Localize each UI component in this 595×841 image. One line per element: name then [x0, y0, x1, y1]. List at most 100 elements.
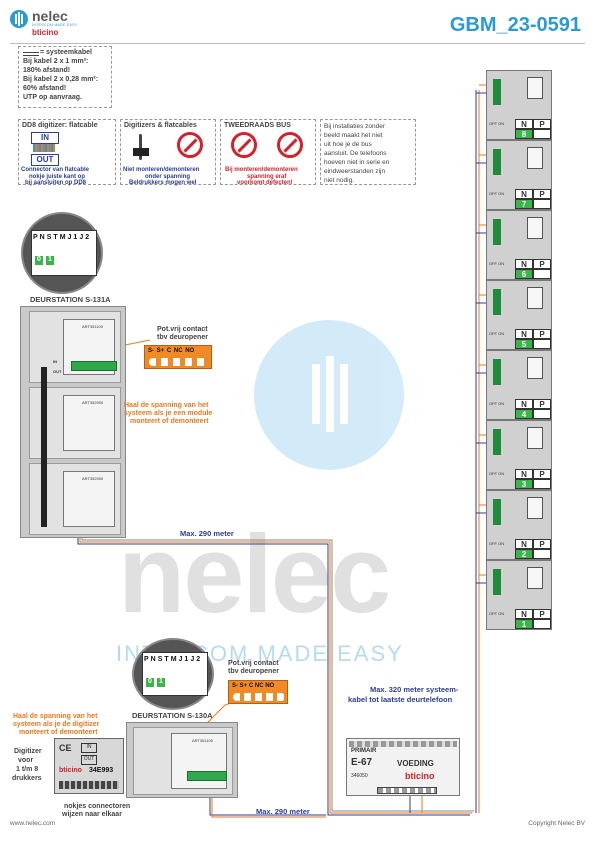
brand-name: nelec — [32, 8, 68, 24]
phone-number: 7 — [515, 199, 533, 209]
flatcable-icon — [33, 144, 55, 152]
flatcable-title: Digitizers & flatcables — [124, 122, 197, 129]
station-a-zoom: PNSTMJ1J2 0 1 — [21, 212, 103, 294]
station-a-warning-3: monteert of demonteert — [130, 418, 209, 425]
psu-label: VOEDING — [397, 759, 434, 768]
header-divider — [10, 43, 585, 44]
phone-number: 5 — [515, 339, 533, 349]
phone-number: 1 — [515, 619, 533, 629]
bus-text-2: spanning eraf — [247, 174, 287, 180]
phone-switch: OFF ON — [489, 471, 505, 476]
station-b-contact-title-1: Pot.vrij contact — [228, 660, 279, 667]
phone-switch: OFF ON — [489, 121, 505, 126]
phone-handset — [527, 427, 543, 449]
station-a-term-labels: PNSTMJ1J2 — [33, 234, 92, 241]
station-a-out: OUT — [53, 369, 62, 374]
station-b-warning-3: monteert of demonteert — [19, 729, 98, 736]
cable-icon — [23, 52, 39, 56]
station-b-setting-0: 0 — [146, 678, 154, 687]
phone-switch: OFF ON — [489, 261, 505, 266]
phone-p: P — [533, 609, 551, 619]
phone-2: OFF ON N P 2 — [486, 490, 552, 560]
no-power-icon — [177, 132, 203, 158]
phone-4: OFF ON N P 4 — [486, 350, 552, 420]
phone-n: N — [515, 539, 533, 549]
station-a-terminal-block — [71, 361, 117, 371]
station-a-flatcable — [41, 367, 47, 527]
station-b-contact-title-2: tbv deuropener — [228, 668, 279, 675]
station-a-warning-1: Haal de spanning van het — [124, 402, 209, 409]
bus-text-1: Bij monteren/demonteren — [225, 167, 298, 173]
bus-text-3: voorkomt defecten! — [237, 180, 293, 186]
phone-terminal — [493, 569, 501, 595]
psu-brand: bticino — [405, 771, 435, 781]
phone-number: 3 — [515, 479, 533, 489]
contact-term-labels: S- S+ C NC NO — [148, 348, 195, 354]
dd8-out-label: OUT — [31, 154, 59, 166]
station-a-title: DEURSTATION S-131A — [30, 295, 111, 304]
dd8-text-3: bij aansluiten op DD8 — [25, 180, 87, 186]
install-line-2: beeld maakt het niet — [324, 132, 383, 139]
cable-title: = systeemkabel — [40, 49, 92, 56]
flatcable-note: Digitizers & flatcables Niet monteren/de… — [120, 119, 216, 186]
station-b-term-labels: PNSTMJ1J2 — [144, 656, 203, 663]
phone-n: N — [515, 469, 533, 479]
station-a-contact-title-1: Pot.vrij contact — [157, 326, 208, 333]
install-line-5: hoeven niet in serie en — [324, 159, 390, 166]
station-b-terminal-block — [187, 771, 227, 781]
flatcable-connector-icon — [131, 134, 153, 160]
phone-n: N — [515, 189, 533, 199]
phone-p: P — [533, 259, 551, 269]
connector-note-1: nokjes connectoren — [64, 803, 131, 810]
ce-icon: CE — [59, 743, 72, 753]
bus-note: TWEEDRAADS BUS Bij monteren/demonteren s… — [220, 119, 316, 186]
cable-line-4: 60% afstand! — [23, 85, 67, 92]
phone-switch: OFF ON — [489, 611, 505, 616]
dd8-in-label: IN — [31, 132, 59, 144]
digitizer-in: IN — [81, 743, 97, 753]
station-a-module-3: ART352000 — [63, 471, 115, 527]
watermark-circle — [254, 320, 404, 470]
digitizer-code: 34E993 — [89, 767, 114, 774]
phone-7: OFF ON N P 7 — [486, 140, 552, 210]
phone-terminal — [493, 289, 501, 315]
station-b-title: DEURSTATION S-130A — [132, 711, 213, 720]
phone-number: 2 — [515, 549, 533, 559]
phone-p: P — [533, 119, 551, 129]
module-code-3: ART352000 — [82, 476, 104, 481]
footer-url: www.nelec.com — [10, 820, 56, 827]
cable-line-2: 180% afstand! — [23, 67, 71, 74]
phone-p: P — [533, 399, 551, 409]
station-a-warning-2: systeem als je een module — [124, 410, 213, 417]
psu-top-terminals — [349, 741, 457, 747]
station-a-setting-0: 0 — [35, 256, 43, 265]
phone-n: N — [515, 399, 533, 409]
phone-terminal — [493, 79, 501, 105]
logo-mark-icon — [10, 10, 28, 28]
system-distance-1: Max. 320 meter systeem- — [370, 685, 459, 694]
flatcable-text-2: onder spanning — [145, 174, 190, 180]
station-a-contact-title-2: tbv deuropener — [157, 334, 208, 341]
phone-switch: OFF ON — [489, 331, 505, 336]
station-b-warning-2: systeem als je de digitizer — [13, 721, 100, 728]
distance-bottom: Max. 290 meter — [256, 807, 310, 816]
install-note: Bij installaties zonder beeld maakt het … — [320, 119, 416, 185]
watermark-word: nelec — [118, 513, 391, 636]
bus-title: TWEEDRAADS BUS — [224, 122, 291, 129]
phone-switch: OFF ON — [489, 541, 505, 546]
phone-number: 8 — [515, 129, 533, 139]
phone-number: 4 — [515, 409, 533, 419]
phone-terminal — [493, 359, 501, 385]
no-lightning-icon — [277, 132, 303, 158]
station-b-panel: ART351100 — [126, 722, 238, 798]
phone-1: OFF ON N P 1 — [486, 560, 552, 630]
flatcable-text-1: Niet monteren/demonteren — [123, 167, 200, 173]
module-code-2: ART352000 — [82, 400, 104, 405]
phone-p: P — [533, 189, 551, 199]
digitizer-label-3: 1 t/m 8 — [16, 766, 39, 773]
phone-terminal — [493, 149, 501, 175]
install-line-1: Bij installaties zonder — [324, 123, 386, 130]
phone-p: P — [533, 329, 551, 339]
distance-top: Max. 290 meter — [180, 529, 234, 538]
phone-n: N — [515, 119, 533, 129]
